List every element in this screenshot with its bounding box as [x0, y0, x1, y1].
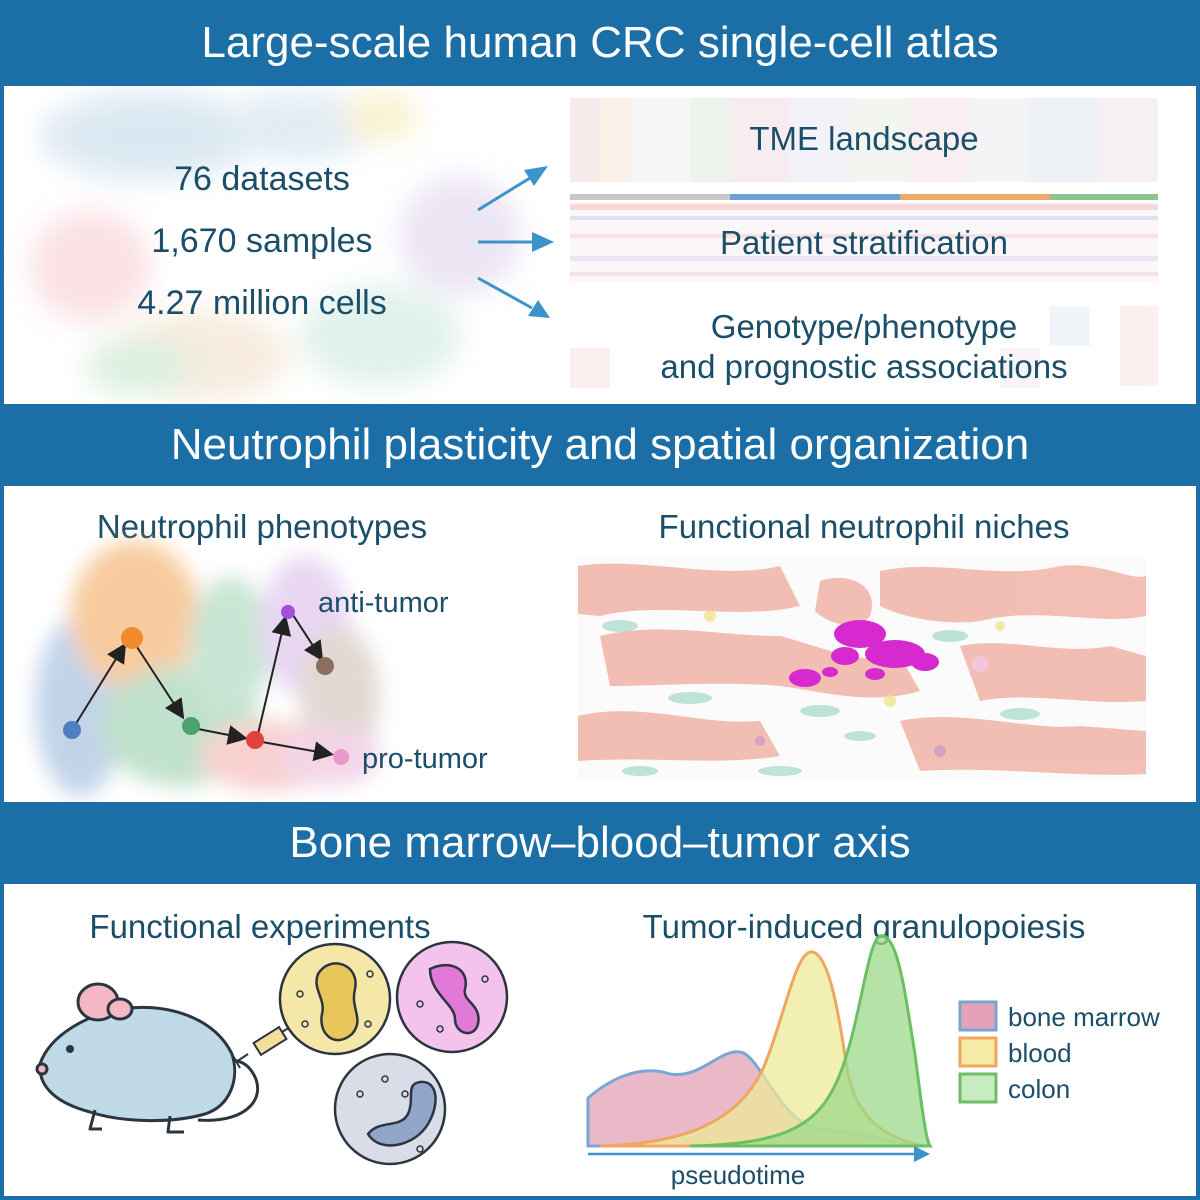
genotype-label-line1: Genotype/phenotype [711, 308, 1017, 345]
neutrophil-cluster [789, 620, 939, 687]
dish-blue-icon [333, 1052, 447, 1166]
atlas-panel: 76 datasets 1,670 samples 4.27 million c… [30, 91, 1158, 401]
section1-title: Large-scale human CRC single-cell atlas [201, 18, 999, 67]
legend-swatch-colon [958, 1072, 998, 1104]
patient-stratification-box: Patient stratification [570, 194, 1158, 282]
patient-stratification-label: Patient stratification [720, 224, 1008, 261]
section2-title: Neutrophil plasticity and spatial organi… [170, 420, 1030, 469]
section3-title: Bone marrow–blood–tumor axis [289, 818, 911, 867]
section2-banner: Neutrophil plasticity and spatial organi… [0, 404, 1200, 486]
spatial-niche-map [578, 556, 1146, 778]
legend-bone-marrow: bone marrow [1008, 1002, 1160, 1032]
section3-banner: Bone marrow–blood–tumor axis [0, 802, 1200, 884]
legend-swatch-blood [958, 1036, 998, 1068]
trajectory [71, 614, 334, 762]
stat-cells: 4.27 million cells [137, 284, 386, 322]
stat-samples: 1,670 samples [151, 222, 372, 260]
umap-background [30, 91, 520, 401]
anti-tumor-label: anti-tumor [318, 587, 449, 619]
dish-yellow-icon [278, 942, 392, 1056]
legend-colon: colon [1008, 1074, 1070, 1104]
legend-swatch-bone-marrow [958, 1000, 998, 1032]
section1-banner: Large-scale human CRC single-cell atlas [0, 0, 1200, 86]
mouse-icon [35, 982, 260, 1134]
phenotypes-heading: Neutrophil phenotypes [97, 508, 427, 545]
trajectory-nodes [63, 605, 349, 765]
density-legend: bone marrow blood colon [958, 1000, 1160, 1104]
granulopoiesis-heading: Tumor-induced granulopoiesis [643, 908, 1086, 945]
flow-arrows [477, 166, 554, 318]
pro-tumor-label: pro-tumor [362, 743, 488, 775]
experiments-heading: Functional experiments [89, 908, 430, 945]
stat-datasets: 76 datasets [174, 160, 350, 198]
genotype-label-line2: and prognostic associations [660, 348, 1067, 385]
tme-landscape-box: TME landscape [570, 98, 1158, 182]
neutrophil-panel: Neutrophil phenotypes [35, 508, 1146, 796]
tme-landscape-label: TME landscape [749, 120, 978, 157]
density-colon [689, 934, 933, 1148]
axis-panel: Functional experiments [35, 908, 1160, 1190]
neutrophil-umap [35, 541, 380, 796]
niches-heading: Functional neutrophil niches [659, 508, 1070, 545]
density-plot: pseudotime [586, 934, 933, 1190]
dish-pink-icon [395, 940, 509, 1054]
pseudotime-label: pseudotime [671, 1160, 805, 1190]
syringe-icon [231, 1019, 303, 1069]
genotype-phenotype-box: Genotype/phenotype and prognostic associ… [570, 298, 1158, 394]
legend-blood: blood [1008, 1038, 1072, 1068]
